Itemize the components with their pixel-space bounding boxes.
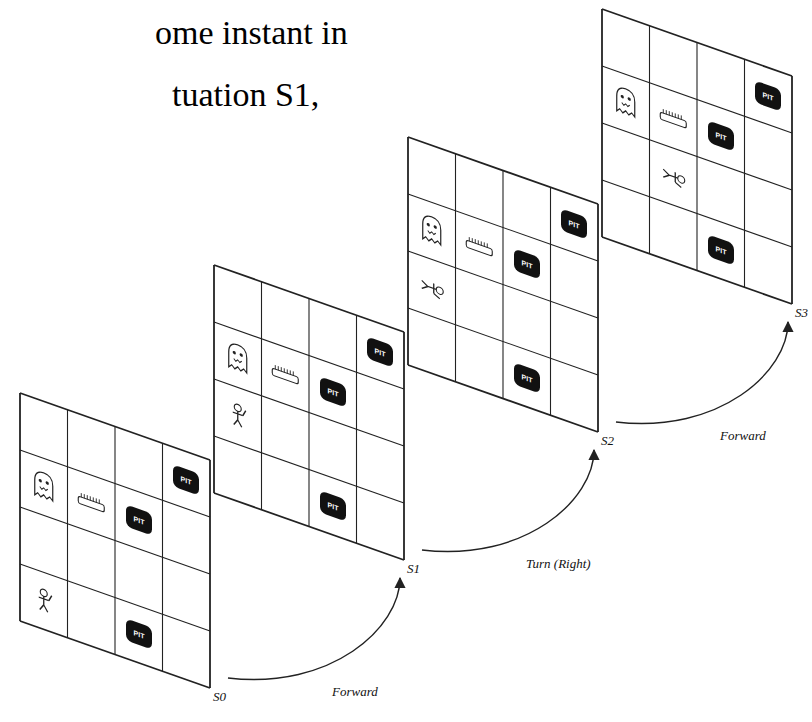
- action-arrow: [616, 322, 788, 424]
- wumpus-board: S3 PIT PIT PIT: [602, 9, 810, 322]
- grid-line: [20, 564, 210, 631]
- grid-line: [408, 308, 598, 375]
- wumpus-icon: [35, 470, 53, 501]
- pit-box: PIT: [708, 121, 734, 152]
- wumpus-board: S0 PIT PIT PIT: [20, 393, 228, 706]
- pit-label: PIT: [181, 475, 192, 486]
- pit-label: PIT: [133, 629, 144, 640]
- wumpus-board: S2 PIT PIT PIT: [408, 137, 616, 450]
- pit-box: PIT: [755, 81, 781, 112]
- wumpus-icon: [617, 86, 635, 117]
- wumpus-icon: [229, 342, 247, 373]
- situation-label: S0: [213, 689, 226, 705]
- pit-box: PIT: [367, 337, 393, 368]
- agent-icon: [663, 168, 685, 189]
- grid-line: [602, 123, 792, 190]
- grid-line: [356, 315, 357, 543]
- wumpus-board: S1 PIT PIT PIT: [214, 265, 422, 578]
- agent-icon: [233, 403, 246, 429]
- grid-line: [20, 507, 210, 574]
- gold-icon: [272, 364, 298, 384]
- slide-text: ome instant in: [155, 14, 348, 52]
- pit-box: PIT: [514, 363, 540, 394]
- agent-icon: [39, 588, 52, 614]
- pit-label: PIT: [715, 131, 726, 142]
- gold-icon: [660, 108, 686, 128]
- situation-label: S1: [407, 561, 420, 577]
- grid-line: [403, 332, 405, 560]
- grid-line: [20, 621, 210, 688]
- pit-box: PIT: [173, 465, 199, 496]
- agent-icon: [422, 279, 444, 300]
- grid-line: [214, 436, 404, 503]
- action-label: Forward: [330, 684, 380, 700]
- board-grid: [602, 9, 794, 306]
- grid-line: [162, 443, 163, 671]
- pit-label: PIT: [521, 259, 532, 270]
- grid-line: [602, 180, 792, 247]
- pit-label: PIT: [569, 219, 580, 230]
- pit-label: PIT: [133, 515, 144, 526]
- pit-label: PIT: [327, 387, 338, 398]
- situation-label: S2: [601, 433, 614, 449]
- pit-box: PIT: [126, 505, 152, 536]
- pit-label: PIT: [715, 245, 726, 256]
- board-grid: [214, 265, 406, 562]
- pit-label: PIT: [763, 91, 774, 102]
- pit-box: PIT: [514, 249, 540, 280]
- action-arrow: [422, 450, 594, 552]
- grid-line: [214, 493, 404, 560]
- grid-line: [602, 237, 792, 304]
- pit-box: PIT: [320, 377, 346, 408]
- grid-line: [744, 59, 745, 287]
- wumpus-icon: [423, 214, 441, 245]
- pit-box: PIT: [126, 619, 152, 650]
- board-grid: [408, 137, 600, 434]
- slide-text: tuation S1,: [172, 76, 319, 114]
- grid-line: [209, 460, 211, 688]
- action-label: Turn (Right): [524, 556, 593, 572]
- grid-line: [597, 204, 599, 432]
- grid-line: [214, 379, 404, 446]
- pit-label: PIT: [375, 347, 386, 358]
- grid-line: [408, 251, 598, 318]
- board-grid: [20, 393, 212, 690]
- grid-line: [550, 187, 551, 415]
- pit-label: PIT: [521, 373, 532, 384]
- pit-box: PIT: [320, 491, 346, 522]
- pit-label: PIT: [327, 501, 338, 512]
- pit-box: PIT: [561, 209, 587, 240]
- grid-line: [408, 365, 598, 432]
- gold-icon: [466, 236, 492, 256]
- situation-label: S3: [795, 305, 808, 321]
- gold-icon: [78, 492, 104, 512]
- action-arrow: [228, 578, 400, 680]
- action-label: Forward: [718, 428, 768, 444]
- pit-box: PIT: [708, 235, 734, 266]
- grid-line: [791, 76, 793, 304]
